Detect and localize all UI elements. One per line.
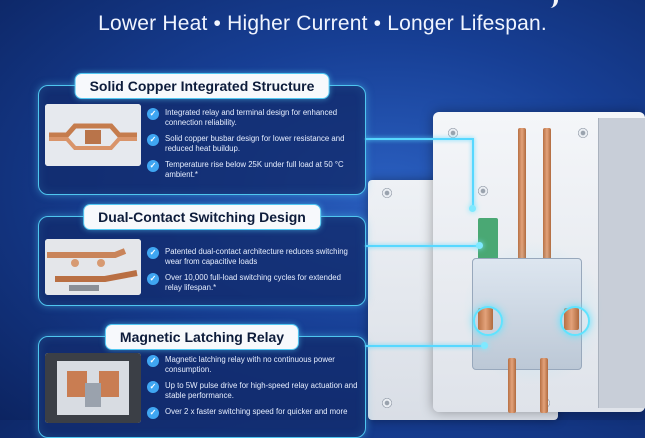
panel-title: Solid Copper Integrated Structure (74, 73, 330, 99)
connector-line (364, 138, 472, 140)
panel-title: Dual-Contact Switching Design (83, 204, 321, 230)
feature-panel-copper: Solid Copper Integrated Structure ✓Integ… (38, 73, 366, 195)
relay-product-image (368, 108, 645, 420)
check-circle-icon: ✓ (147, 355, 159, 367)
feature-bullet: ✓Solid copper busbar design for lower re… (147, 134, 359, 153)
copper-busbar (508, 358, 516, 413)
copper-busbar (543, 128, 551, 268)
title-letter-fragment (540, 0, 558, 8)
dual-contact-thumbnail (45, 239, 141, 295)
device-side-rail (598, 118, 645, 408)
connector-dot (476, 242, 483, 249)
feature-bullet: ✓Over 2 x faster switching speed for qui… (147, 407, 359, 420)
check-circle-icon: ✓ (147, 160, 159, 173)
connector-line (364, 345, 484, 347)
feature-bullet: ✓Integrated relay and terminal design fo… (147, 108, 359, 127)
connector-line (472, 138, 474, 208)
feature-bullet: ✓Over 10,000 full-load switching cycles … (147, 273, 359, 292)
relay-thumbnail (45, 353, 141, 423)
connector-dot (469, 205, 476, 212)
contact-highlight-circle (560, 306, 590, 336)
feature-bullet: ✓Patented dual-contact architecture redu… (147, 247, 359, 266)
headline: Lower Heat • Higher Current • Longer Lif… (98, 12, 547, 35)
screw-icon (382, 188, 392, 198)
feature-bullet: ✓Up to 5W pulse drive for high-speed rel… (147, 381, 359, 400)
copper-busbar (540, 358, 548, 413)
feature-panel-dual-contact: Dual-Contact Switching Design ✓Patented … (38, 204, 366, 306)
relay-internal-icon (45, 353, 141, 423)
feature-bullet: ✓Magnetic latching relay with no continu… (147, 355, 359, 374)
check-circle-icon: ✓ (147, 108, 159, 120)
connector-dot (481, 342, 488, 349)
copper-busbar (518, 128, 526, 268)
check-circle-icon: ✓ (147, 407, 159, 420)
check-circle-icon: ✓ (147, 381, 159, 394)
screw-icon (448, 128, 458, 138)
check-circle-icon: ✓ (147, 273, 159, 286)
check-circle-icon: ✓ (147, 134, 159, 147)
screw-icon (382, 398, 392, 408)
screw-icon (578, 128, 588, 138)
panel-title: Magnetic Latching Relay (104, 324, 300, 350)
copper-busbar-icon (45, 104, 141, 166)
contact-highlight-circle (473, 306, 503, 336)
feature-bullet: ✓Temperature rise below 25K under full l… (147, 160, 359, 179)
screw-icon (478, 186, 488, 196)
copper-busbar-thumbnail (45, 104, 141, 166)
check-circle-icon: ✓ (147, 247, 159, 259)
connector-line (364, 245, 479, 247)
dual-contact-icon (45, 239, 141, 295)
feature-panel-magnetic-latching: Magnetic Latching Relay ✓Magnetic latchi… (38, 324, 366, 438)
